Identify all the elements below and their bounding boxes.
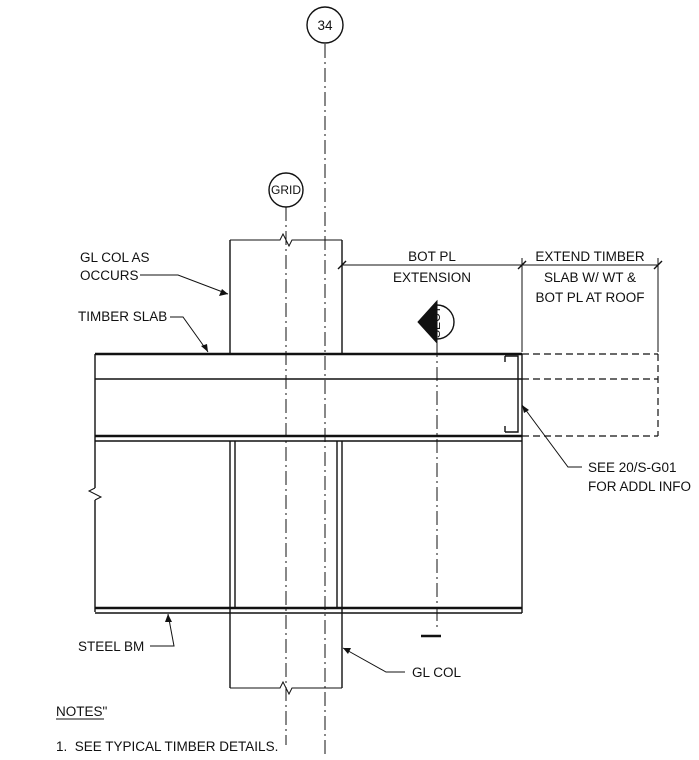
steel-beam — [87, 441, 523, 614]
upper-gl-column — [229, 232, 343, 354]
bot-pl-dim-line2: EXTENSION — [393, 270, 471, 285]
leader-gl-col — [342, 647, 405, 673]
grid-34-label: 34 — [317, 18, 333, 33]
extend-dim-line3: BOT PL AT ROOF — [535, 290, 644, 305]
label-gl-col-as-occurs-1: GL COL AS — [80, 250, 150, 265]
leader-arrow-steel-bm — [165, 614, 172, 622]
notes-heading: NOTES" — [56, 704, 108, 719]
grid-34-bubble — [306, 6, 344, 44]
lower-gl-column — [229, 441, 343, 696]
extend-timber-dimension — [522, 258, 663, 352]
section-marker-label: SECT — [429, 305, 443, 338]
bot-pl-dim-line1: BOT PL — [408, 249, 456, 264]
extend-dim-line2: SLAB W/ WT & — [544, 270, 636, 285]
column-grid-label: GRID — [271, 183, 301, 197]
note-item-1: 1. SEE TYPICAL TIMBER DETAILS. — [56, 739, 278, 754]
label-gl-col-as-occurs-2: OCCURS — [80, 268, 139, 283]
leader-arrow-timber-slab — [201, 344, 208, 352]
label-see-ref-1: SEE 20/S-G01 — [588, 460, 677, 475]
leader-gl-col-as-occurs — [140, 274, 229, 295]
label-timber-slab: TIMBER SLAB — [78, 309, 167, 324]
timber-slab — [94, 352, 523, 442]
future-slab-extension — [522, 353, 659, 437]
leader-arrow-see-ref — [522, 405, 529, 413]
leader-timber-slab — [170, 316, 209, 353]
leader-steel-bm — [150, 613, 175, 647]
wt-edge-bracket — [505, 355, 519, 433]
label-steel-bm: STEEL BM — [78, 639, 144, 654]
label-gl-col: GL COL — [412, 665, 462, 680]
section-cut-marker: SECT — [417, 299, 455, 638]
leader-see-ref — [521, 404, 582, 468]
extend-dim-line1: EXTEND TIMBER — [535, 249, 645, 264]
leader-arrow-gl-col — [343, 648, 351, 654]
label-see-ref-2: FOR ADDL INFO — [588, 479, 691, 494]
leader-arrow-gl-col-as-occurs — [219, 289, 228, 296]
